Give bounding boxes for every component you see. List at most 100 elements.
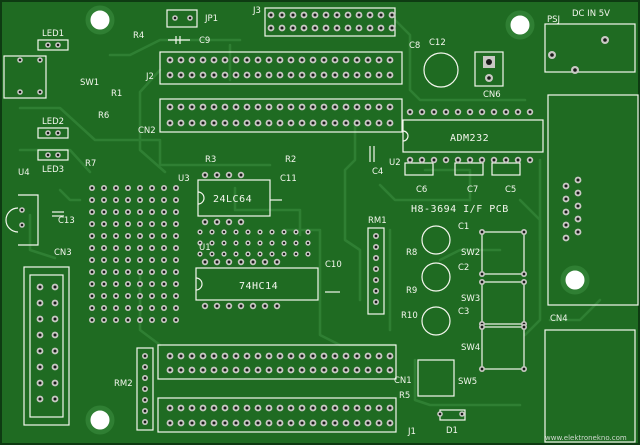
drill-hole xyxy=(324,13,328,17)
drill-hole xyxy=(90,186,94,190)
drill-hole xyxy=(289,121,293,125)
drill-hole xyxy=(270,230,274,234)
drill-hole xyxy=(377,58,381,62)
drill-hole xyxy=(280,13,284,17)
drill-hole xyxy=(114,246,118,250)
drill-hole xyxy=(162,258,166,262)
drill-hole xyxy=(53,349,57,353)
drill-hole xyxy=(234,354,238,358)
drill-hole xyxy=(420,110,424,114)
drill-hole xyxy=(282,241,286,245)
label-d1: D1 xyxy=(446,426,458,436)
drill-hole xyxy=(168,58,172,62)
drill-hole xyxy=(468,158,472,162)
drill-hole xyxy=(576,178,580,182)
drill-hole xyxy=(212,58,216,62)
drill-hole xyxy=(267,58,271,62)
drill-hole xyxy=(344,368,348,372)
drill-hole xyxy=(245,368,249,372)
watermark: www.elektronekno.com xyxy=(545,434,627,442)
drill-hole xyxy=(374,256,378,260)
drill-hole xyxy=(56,43,60,47)
drill-hole xyxy=(291,26,295,30)
drill-hole xyxy=(278,368,282,372)
drill-hole xyxy=(114,198,118,202)
drill-hole xyxy=(333,105,337,109)
drill-hole xyxy=(126,234,130,238)
drill-hole xyxy=(234,252,238,256)
drill-hole xyxy=(190,368,194,372)
drill-hole xyxy=(234,58,238,62)
drill-hole xyxy=(223,421,227,425)
label-rm1: RM1 xyxy=(368,216,387,226)
drill-hole xyxy=(344,406,348,410)
drill-hole xyxy=(174,186,178,190)
drill-hole xyxy=(143,398,147,402)
drill-hole xyxy=(480,367,484,371)
drill-hole xyxy=(20,223,24,227)
drill-hole xyxy=(322,105,326,109)
drill-hole xyxy=(102,318,106,322)
drill-hole xyxy=(114,210,118,214)
label-j3: J3 xyxy=(252,6,261,16)
drill-hole xyxy=(374,300,378,304)
drill-hole xyxy=(162,282,166,286)
label-jp1: JP1 xyxy=(204,14,218,24)
drill-hole xyxy=(90,246,94,250)
drill-hole xyxy=(456,158,460,162)
label-rm2: RM2 xyxy=(114,379,133,389)
drill-hole xyxy=(311,354,315,358)
drill-hole xyxy=(179,58,183,62)
drill-hole xyxy=(322,421,326,425)
drill-hole xyxy=(289,406,293,410)
drill-hole xyxy=(168,354,172,358)
drill-hole xyxy=(102,186,106,190)
drill-hole xyxy=(90,318,94,322)
drill-hole xyxy=(53,381,57,385)
drill-hole xyxy=(138,246,142,250)
drill-hole xyxy=(346,13,350,17)
label-c8: C8 xyxy=(409,41,420,51)
drill-hole xyxy=(203,220,207,224)
drill-hole xyxy=(53,317,57,321)
drill-hole xyxy=(168,105,172,109)
drill-hole xyxy=(335,26,339,30)
drill-hole xyxy=(302,26,306,30)
drill-hole xyxy=(53,285,57,289)
label-c4: C4 xyxy=(372,167,383,177)
drill-hole xyxy=(377,105,381,109)
drill-hole xyxy=(126,294,130,298)
drill-hole xyxy=(168,421,172,425)
drill-hole xyxy=(366,368,370,372)
label-cn1: CN1 xyxy=(394,376,412,386)
label-r6: R6 xyxy=(98,111,109,121)
drill-hole xyxy=(388,58,392,62)
drill-hole xyxy=(278,421,282,425)
drill-hole xyxy=(223,58,227,62)
drill-hole xyxy=(126,222,130,226)
drill-hole xyxy=(18,90,22,94)
drill-hole xyxy=(179,368,183,372)
drill-hole xyxy=(53,333,57,337)
drill-hole xyxy=(102,234,106,238)
label-u3: U3 xyxy=(178,174,190,184)
drill-hole xyxy=(294,241,298,245)
drill-hole xyxy=(486,59,492,65)
label-sw4: SW4 xyxy=(461,343,480,353)
label-c3: C3 xyxy=(458,307,469,317)
drill-hole xyxy=(162,210,166,214)
drill-hole xyxy=(245,406,249,410)
drill-hole xyxy=(444,110,448,114)
drill-hole xyxy=(377,73,381,77)
drill-hole xyxy=(374,234,378,238)
drill-hole xyxy=(38,365,42,369)
drill-hole xyxy=(251,260,255,264)
drill-hole xyxy=(251,304,255,308)
drill-hole xyxy=(102,270,106,274)
drill-hole xyxy=(275,304,279,308)
label-c6: C6 xyxy=(416,185,427,195)
label-cn6: CN6 xyxy=(483,90,501,100)
drill-hole xyxy=(179,354,183,358)
drill-hole xyxy=(143,387,147,391)
